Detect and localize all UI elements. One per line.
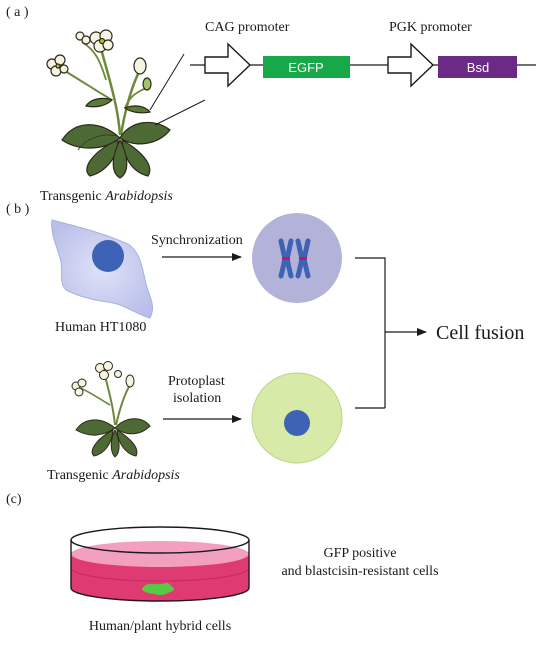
human-nucleus [92,240,124,272]
gene-construct [190,42,536,88]
plant-b-caption: Transgenic Arabidopsis [47,468,180,483]
panel-label-b: ( b ) [6,202,30,217]
plant-a-caption: Transgenic Arabidopsis [40,189,173,204]
pgk-promoter-label: PGK promoter [389,20,472,35]
panel-label-c: (c) [6,492,22,507]
arabidopsis-plant-b [71,361,151,458]
pgk-promoter-arrow [387,42,435,88]
human-cell-label: Human HT1080 [55,320,146,335]
chromosome-left [278,238,294,279]
cag-promoter-label: CAG promoter [205,20,290,35]
chromosome-right [295,238,311,279]
protoplast-label-line1: Protoplast [168,374,225,389]
connector-upper [355,257,386,408]
gfp-label-line1: GFP positive [324,546,397,561]
zoom-line-top [149,53,185,111]
protoplast-nucleus [284,410,310,436]
chromosomes [278,238,311,279]
synchronized-cell [252,213,342,303]
gfp-label-line2: and blastcisin-resistant cells [281,564,438,579]
bsd-label: Bsd [467,60,489,75]
zoom-line-bottom [154,99,206,126]
hybrid-cells-label: Human/plant hybrid cells [89,619,231,634]
synchronization-label: Synchronization [151,233,243,248]
egfp-label: EGFP [288,60,323,75]
arabidopsis-plant-a [46,29,171,179]
gfp-colony [142,583,174,595]
egfp-box [263,56,350,78]
bsd-box [438,56,517,78]
protoplast-label-line2: isolation [173,391,221,406]
cag-promoter-arrow [204,42,252,88]
panel-label-a: ( a ) [6,5,29,20]
cell-fusion-label: Cell fusion [436,322,524,344]
culture-dish [70,526,250,602]
